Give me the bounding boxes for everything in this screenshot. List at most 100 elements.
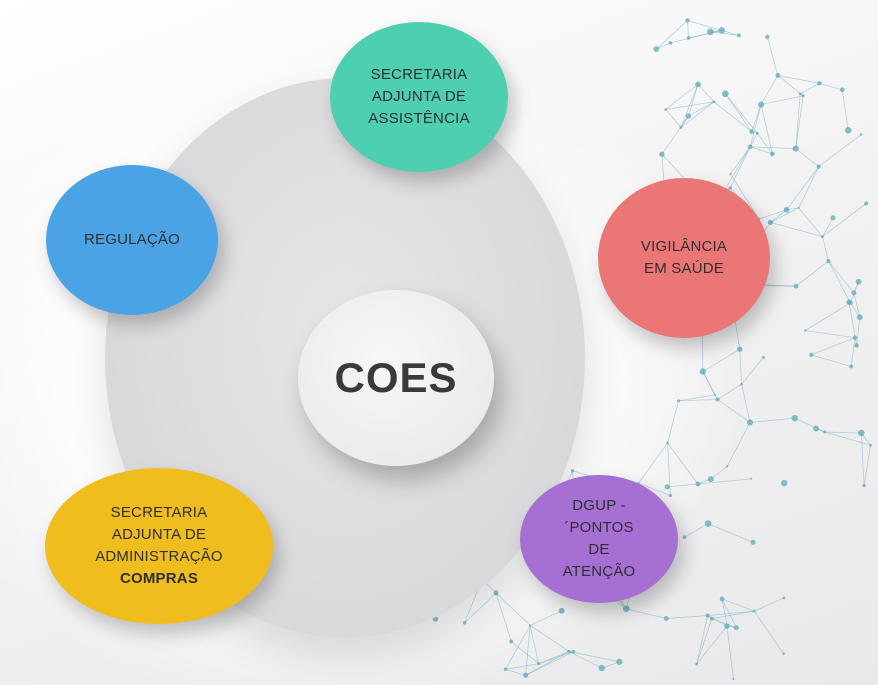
network-dot	[493, 590, 499, 596]
network-link	[678, 399, 718, 402]
network-dot	[770, 151, 775, 157]
network-dot	[462, 621, 467, 625]
network-link	[794, 417, 825, 433]
node-line: DE	[588, 541, 610, 558]
network-link	[726, 626, 734, 679]
network-dot	[695, 481, 701, 487]
network-link	[638, 442, 668, 484]
network-dot	[537, 662, 541, 666]
network-link	[777, 75, 804, 97]
network-dot	[854, 343, 859, 348]
network-link	[805, 330, 856, 339]
network-link	[721, 598, 737, 628]
network-dot	[725, 465, 729, 468]
network-link	[684, 523, 709, 538]
network-link	[495, 592, 531, 626]
network-dot	[846, 299, 852, 305]
network-link	[697, 478, 752, 485]
network-dot	[676, 399, 681, 403]
network-link	[711, 618, 737, 629]
network-link	[725, 93, 758, 134]
network-dot	[752, 609, 756, 613]
network-dot	[839, 87, 845, 93]
node-line: ATENÇÃO	[562, 563, 636, 580]
network-link	[505, 668, 526, 676]
network-link	[850, 337, 856, 367]
network-link	[724, 93, 752, 132]
network-dot	[728, 186, 732, 190]
network-dot	[616, 658, 623, 665]
network-link	[798, 166, 820, 209]
network-link	[730, 146, 751, 175]
network-dot	[852, 335, 858, 340]
network-link	[760, 104, 773, 155]
network-link	[667, 442, 671, 496]
network-dot	[782, 596, 786, 600]
network-dot	[820, 235, 824, 239]
network-link	[822, 236, 829, 262]
network-dot	[747, 144, 753, 150]
network-link	[525, 651, 570, 676]
network-link	[707, 610, 755, 616]
network-dot	[682, 535, 687, 540]
network-link	[770, 207, 799, 223]
network-link	[505, 663, 539, 670]
network-link	[739, 349, 742, 385]
network-dot	[813, 425, 820, 432]
network-link	[667, 400, 679, 444]
network-link	[495, 592, 512, 642]
network-dot	[710, 616, 714, 621]
network-dot	[783, 206, 790, 213]
network-link	[760, 75, 779, 105]
network-link	[568, 651, 602, 669]
network-link	[680, 101, 715, 128]
network-dot	[567, 649, 571, 654]
network-link	[795, 260, 829, 287]
network-link	[741, 384, 751, 423]
network-link	[800, 82, 820, 95]
network-link	[758, 209, 787, 220]
network-dot	[737, 346, 743, 352]
network-link	[525, 625, 531, 676]
network-link	[818, 134, 862, 167]
network-dot	[721, 90, 729, 98]
network-dot	[782, 652, 785, 655]
network-link	[721, 598, 728, 627]
network-dot	[793, 283, 799, 289]
node-line: ADMINISTRAÇÃO	[95, 548, 223, 565]
network-dot	[823, 430, 827, 434]
network-dot	[780, 479, 788, 487]
network-link	[568, 651, 620, 663]
network-link	[687, 20, 740, 36]
network-link	[822, 217, 834, 237]
network-link	[661, 115, 689, 155]
network-link	[729, 146, 751, 189]
network-dot	[826, 258, 831, 264]
network-dot	[679, 125, 683, 129]
network-link	[795, 95, 804, 149]
network-dot	[804, 329, 807, 332]
network-dot	[855, 278, 862, 285]
network-link	[707, 615, 728, 627]
network-dot	[685, 18, 690, 23]
network-dot	[765, 34, 770, 40]
network-link	[798, 207, 823, 237]
network-link	[538, 651, 570, 665]
node-dgup-pontos-de-atencao: DGUP - ´PONTOS DE ATENÇÃO	[520, 475, 678, 603]
node-secretaria-adjunta-de-assistencia: SECRETARIA ADJUNTA DE ASSISTÊNCIA	[330, 22, 508, 172]
network-link	[770, 209, 787, 223]
network-dot	[858, 429, 865, 437]
network-dot	[844, 127, 852, 134]
network-link	[678, 394, 715, 402]
network-link	[687, 20, 689, 38]
network-link	[723, 146, 751, 192]
network-link	[750, 146, 796, 150]
network-link	[786, 166, 820, 211]
network-dot	[719, 596, 725, 602]
center-node-coes: COES	[298, 290, 494, 466]
network-dot	[685, 113, 692, 119]
network-link	[726, 422, 751, 467]
network-link	[811, 337, 856, 356]
network-link	[853, 292, 861, 318]
network-link	[713, 101, 752, 132]
